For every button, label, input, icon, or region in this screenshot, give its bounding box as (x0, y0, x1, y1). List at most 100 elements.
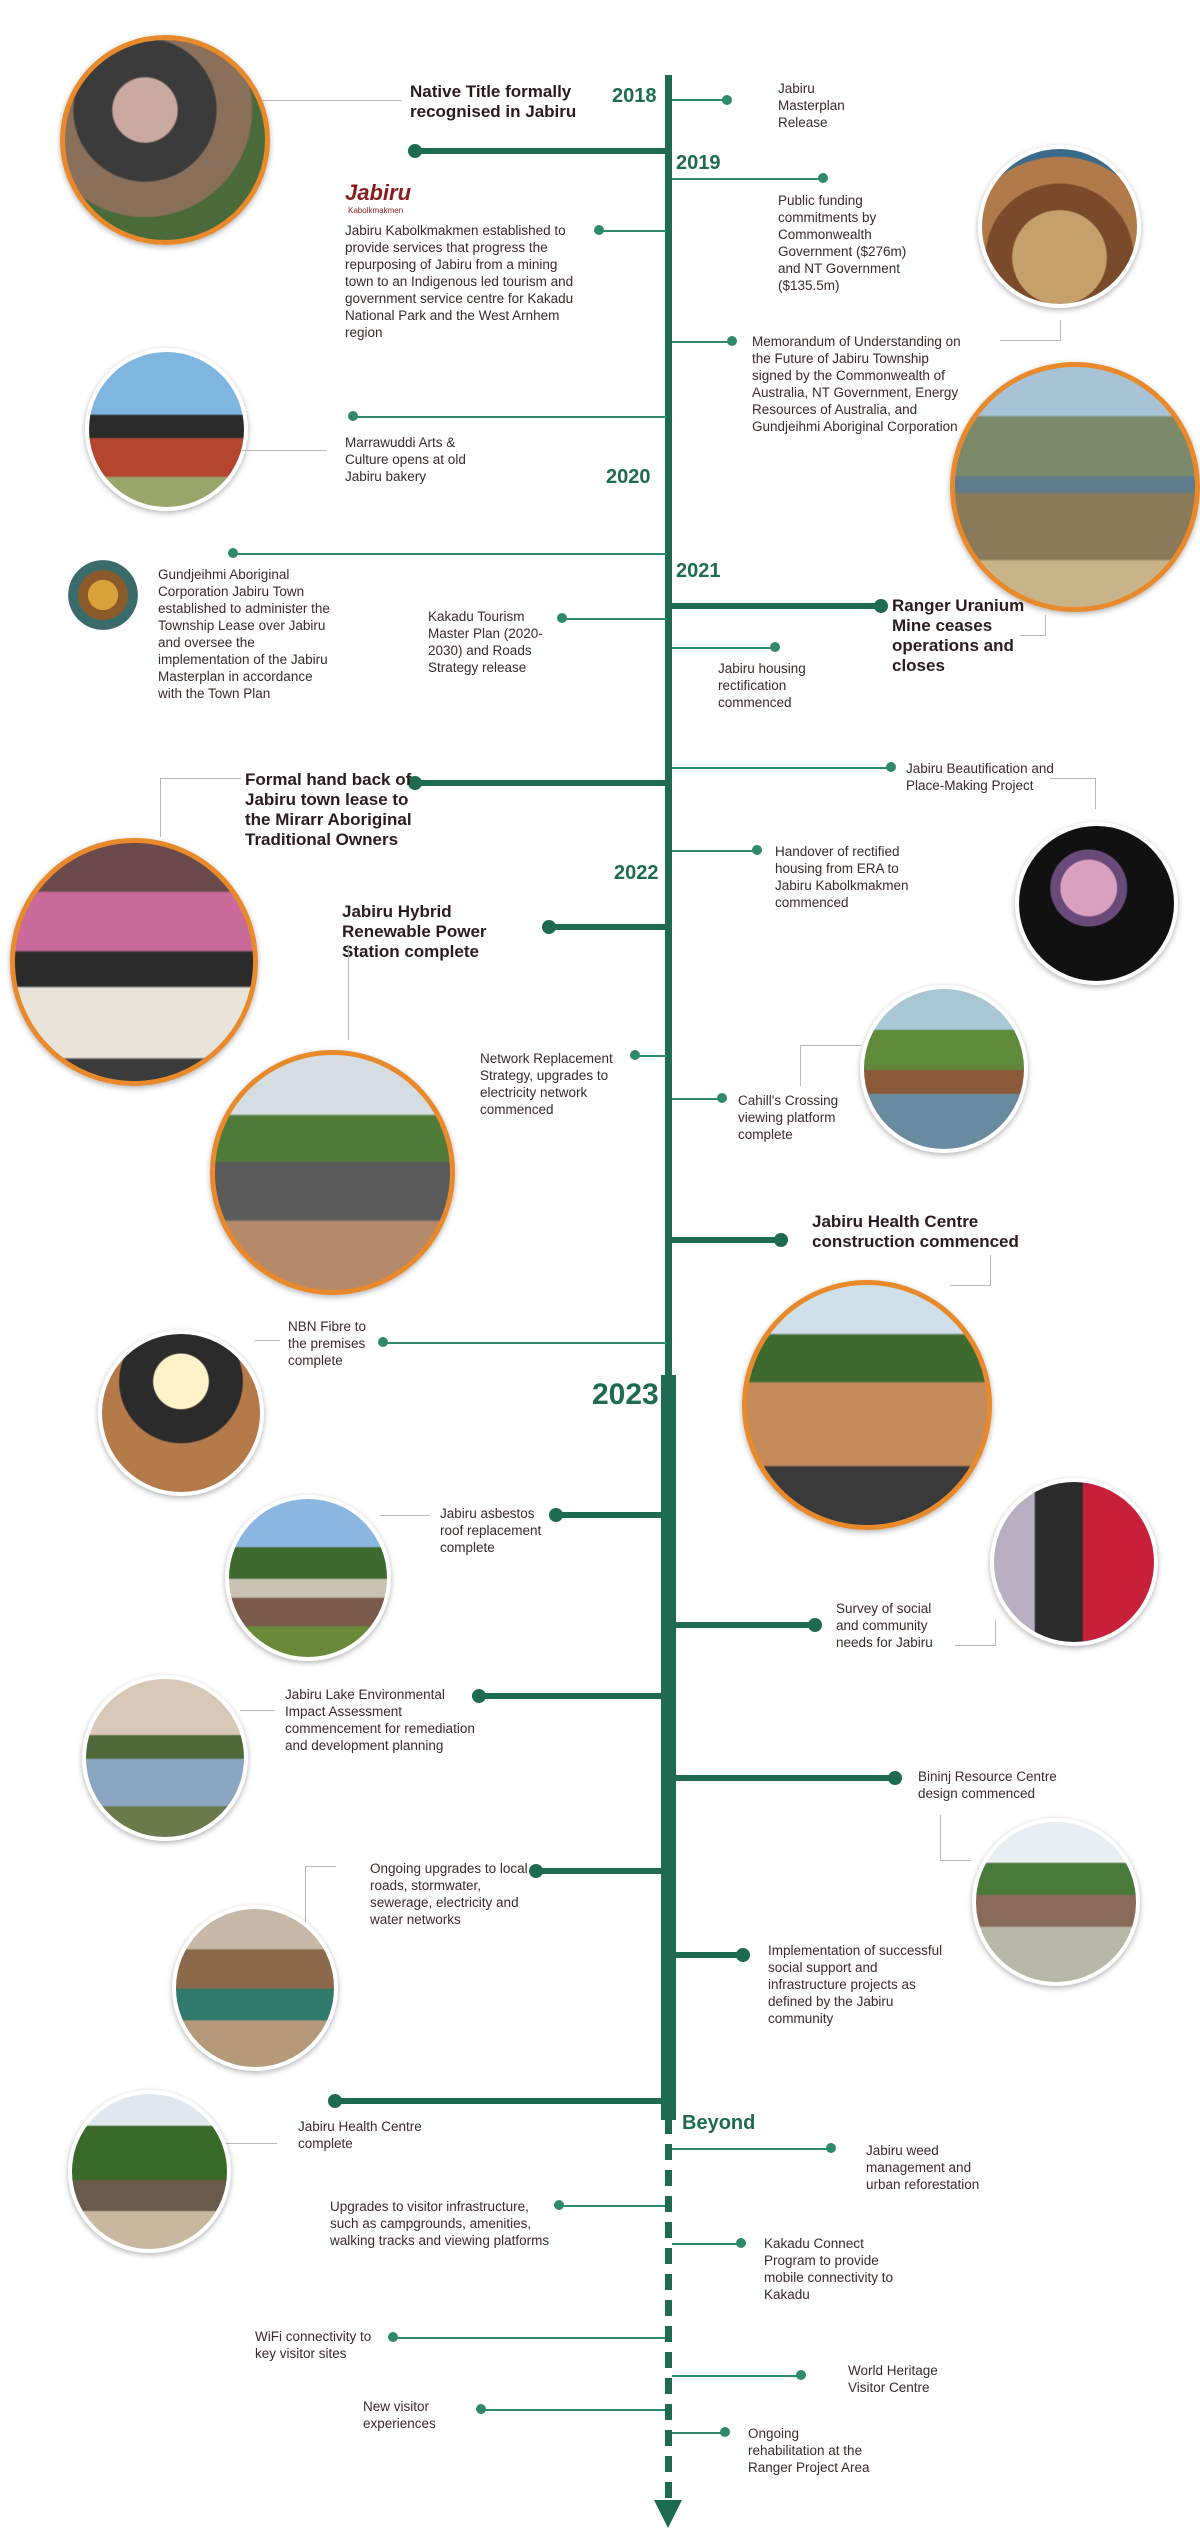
year-2020: 2020 (606, 466, 651, 488)
event-dot (770, 642, 780, 652)
event-line (415, 148, 667, 154)
event-hybrid-power: Jabiru Hybrid Renewable Power Station co… (342, 902, 487, 961)
event-dot (874, 599, 888, 613)
event-line (482, 2409, 665, 2411)
event-line (335, 2098, 665, 2104)
event-dot (594, 225, 604, 235)
event-line (672, 1098, 722, 1100)
event-line (535, 1868, 661, 1874)
event-dot (774, 1233, 788, 1247)
event-funding: Public funding commitments by Commonweal… (778, 193, 907, 293)
timeline-spine (665, 75, 672, 1375)
year-beyond: Beyond (682, 2112, 756, 2134)
event-line (555, 1512, 661, 1518)
event-cahills: Cahill's Crossing viewing platform compl… (738, 1093, 839, 1142)
event-dot (472, 1689, 486, 1703)
photo-health-centre (68, 2090, 231, 2253)
photo-jabiru-lake (82, 1675, 248, 1841)
event-dot (408, 144, 422, 158)
event-health-complete: Jabiru Health Centre complete (298, 2119, 422, 2151)
event-world-heritage: World Heritage Visitor Centre (848, 2363, 938, 2395)
event-nbn: NBN Fibre to the premises complete (288, 1319, 367, 1368)
connector (160, 778, 241, 837)
event-dot (808, 1618, 822, 1632)
event-bininj: Bininj Resource Centre design commenced (918, 1769, 1057, 1801)
event-dot (736, 1948, 750, 1962)
connector (348, 945, 349, 1040)
event-wifi: WiFi connectivity to key visitor sites (255, 2329, 372, 2361)
photo-asbestos-roof (225, 1495, 391, 1661)
event-line (672, 2243, 740, 2245)
event-line (676, 1622, 814, 1628)
event-dot (720, 2427, 730, 2437)
event-line (478, 1693, 661, 1699)
event-kakadu-connect: Kakadu Connect Program to provide mobile… (764, 2236, 894, 2302)
event-dot (476, 2404, 486, 2414)
event-health-construction: Jabiru Health Centre construction commen… (812, 1212, 1019, 1251)
connector (242, 450, 327, 451)
year-2023: 2023 (592, 1378, 659, 1411)
event-weed: Jabiru weed management and urban refores… (866, 2143, 980, 2192)
connector (1000, 320, 1061, 341)
connector (940, 1815, 971, 1861)
connector (950, 1255, 991, 1286)
photo-hand-back-ceremony (10, 838, 258, 1086)
event-visitor-infra: Upgrades to visitor infrastructure, such… (330, 2199, 550, 2248)
event-dot (529, 1864, 543, 1878)
event-beautification: Jabiru Beautification and Place-Making P… (906, 761, 1054, 793)
connector (305, 1866, 336, 1922)
event-dot (717, 1093, 727, 1103)
connector (955, 1620, 996, 1646)
event-dot (328, 2094, 342, 2108)
event-survey: Survey of social and community needs for… (836, 1601, 933, 1650)
event-line (672, 2375, 800, 2377)
year-2021: 2021 (676, 560, 721, 582)
event-line (672, 767, 890, 769)
photo-beautification-art (1015, 822, 1178, 985)
event-line (672, 1237, 780, 1243)
event-kabolkmakmen: Jabiru Kabolkmakmen established to provi… (345, 223, 574, 340)
event-line (672, 341, 732, 343)
event-ranger-closes: Ranger Uranium Mine ceases operations an… (892, 596, 1025, 675)
event-dot (378, 1337, 388, 1347)
event-line (672, 99, 727, 101)
event-dot (408, 776, 422, 790)
year-2018: 2018 (612, 85, 657, 107)
photo-survey-person (990, 1478, 1158, 1646)
photo-funding-meeting (978, 145, 1141, 308)
photo-jabiru-aerial (950, 362, 1200, 612)
event-dot (557, 613, 567, 623)
event-dot (722, 95, 732, 105)
connector (800, 1045, 861, 1086)
year-2019: 2019 (676, 152, 721, 174)
event-native-title: Native Title formally recognised in Jabi… (410, 82, 577, 121)
event-line (672, 2432, 724, 2434)
timeline-spine-2023 (661, 1375, 676, 2120)
event-line (676, 1952, 742, 1958)
event-line (355, 416, 667, 418)
photo-nbn-phone (98, 1330, 264, 1496)
event-dot (826, 2143, 836, 2153)
event-line (395, 2337, 665, 2339)
event-line (672, 603, 880, 609)
event-line (672, 647, 774, 649)
connector (262, 100, 402, 101)
event-dot (727, 336, 737, 346)
event-dot (549, 1508, 563, 1522)
timeline-spine-beyond (665, 2118, 672, 2498)
event-line (672, 850, 757, 852)
photo-native-title-ceremony (60, 35, 270, 245)
kabolkmakmen-logo-sub: Kabolkmakmen (348, 206, 404, 215)
connector (380, 1515, 430, 1516)
gundjeihmi-logo-icon (68, 560, 138, 630)
event-line (637, 1055, 667, 1057)
event-dot (228, 548, 238, 558)
event-dot (888, 1771, 902, 1785)
connector (1050, 778, 1096, 809)
photo-marrawuddi (85, 348, 248, 511)
event-line (235, 553, 667, 555)
event-dot (388, 2332, 398, 2342)
event-new-visitor: New visitor experiences (363, 2399, 436, 2431)
event-line (563, 618, 667, 620)
event-dot (630, 1050, 640, 1060)
